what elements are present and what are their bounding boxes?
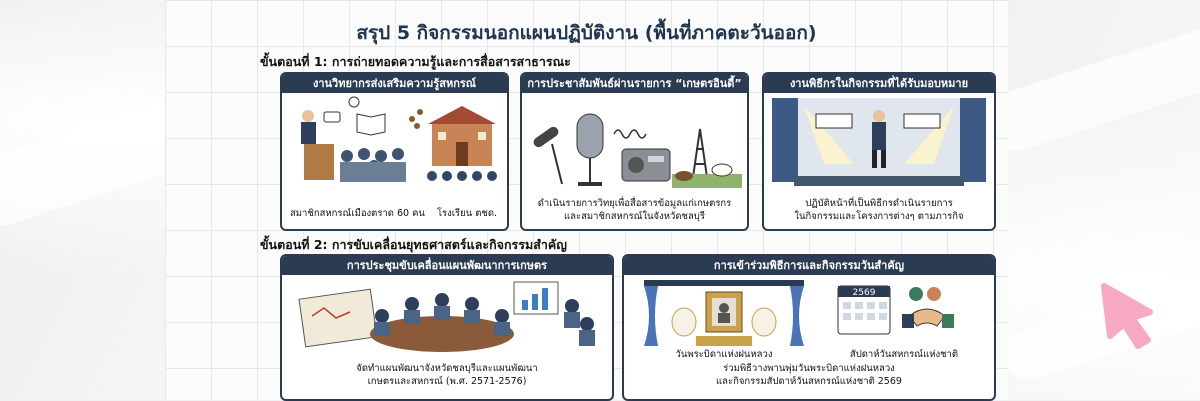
caption-line1: ดำเนินรายการวิทยุเพื่อสื่อสารข้อมูลแก่เก… [537,198,732,209]
caption-line1: ปฏิบัติหน้าที่เป็นพิธีกรดำเนินรายการ [805,198,953,209]
card-planning-meeting: การประชุมขับเคลื่อนแผนพัฒนาการเกษตร จัดท… [280,254,614,401]
infographic-panel: สรุป 5 กิจกรรมนอกแผนปฏิบัติงาน (พื้นที่ภ… [165,0,1008,401]
caption-line2: และกิจกรรมสัปดาห์วันสหกรณ์แห่งชาติ 2569 [716,376,902,387]
card-header: การประชุมขับเคลื่อนแผนพัฒนาการเกษตร [282,256,612,275]
card-knowledge-speaker: งานวิทยากรส่งเสริมความรู้สหกรณ์ สมาชิกสห… [280,72,509,231]
caption-line1: ร่วมพิธีวางพานพุ่มวันพระบิดาแห่งฝนหลวง [723,363,895,374]
step2-label: ขั้นตอนที่ 2: การขับเคลื่อนยุทธศาสตร์และ… [260,237,567,252]
caption-line2: ในกิจกรรมและโครงการต่างๆ ตามภารกิจ [794,211,964,222]
step1-label: ขั้นตอนที่ 1: การถ่ายทอดความรู้และการสื่… [260,54,571,69]
ceremony-label-coop-week: สัปดาห์วันสหกรณ์แห่งชาติ [849,349,959,360]
radio-illustration [533,113,742,188]
meeting-illustration [298,281,595,352]
card-header: การเข้าร่วมพิธีการและกิจกรรมวันสำคัญ [624,256,994,275]
calendar-year: 2569 [853,288,876,298]
card-header: การประชาสัมพันธ์ผ่านรายการ “เกษตรอินดี้” [522,74,747,93]
card-header: งานวิทยากรส่งเสริมความรู้สหกรณ์ [282,74,507,93]
card-radio-program: การประชาสัมพันธ์ผ่านรายการ “เกษตรอินดี้”… [520,72,749,231]
caption-line2: และสมาชิกสหกรณ์ในจังหวัดชลบุรี [564,211,705,222]
card-header: งานพิธีกรในกิจกรรมที่ได้รับมอบหมาย [764,74,994,93]
ceremony-label-royal-rain: วันพระบิดาแห่งฝนหลวง [675,349,773,360]
card-mc-duty: งานพิธีกรในกิจกรรมที่ได้รับมอบหมาย ปฏิบั… [762,72,996,231]
caption-line2: เกษตรและสหกรณ์ (พ.ศ. 2571-2576) [367,376,527,387]
ceremony-illustration: 2569 [644,280,954,346]
stage-illustration [772,98,986,186]
lecture-illustration [301,96,497,182]
pointer-cursor-icon [1101,283,1153,349]
caption-line1: จัดทำแผนพัฒนาจังหวัดชลบุรีและแผนพัฒนา [356,363,538,374]
infographic-title: สรุป 5 กิจกรรมนอกแผนปฏิบัติงาน (พื้นที่ภ… [356,22,817,44]
caption-school: โรงเรียน ตชด. [436,208,498,219]
card-ceremonies: การเข้าร่วมพิธีการและกิจกรรมวันสำคัญ 256… [622,254,996,401]
caption-members: สมาชิกสหกรณ์เมืองตราด 60 คน [290,208,425,219]
